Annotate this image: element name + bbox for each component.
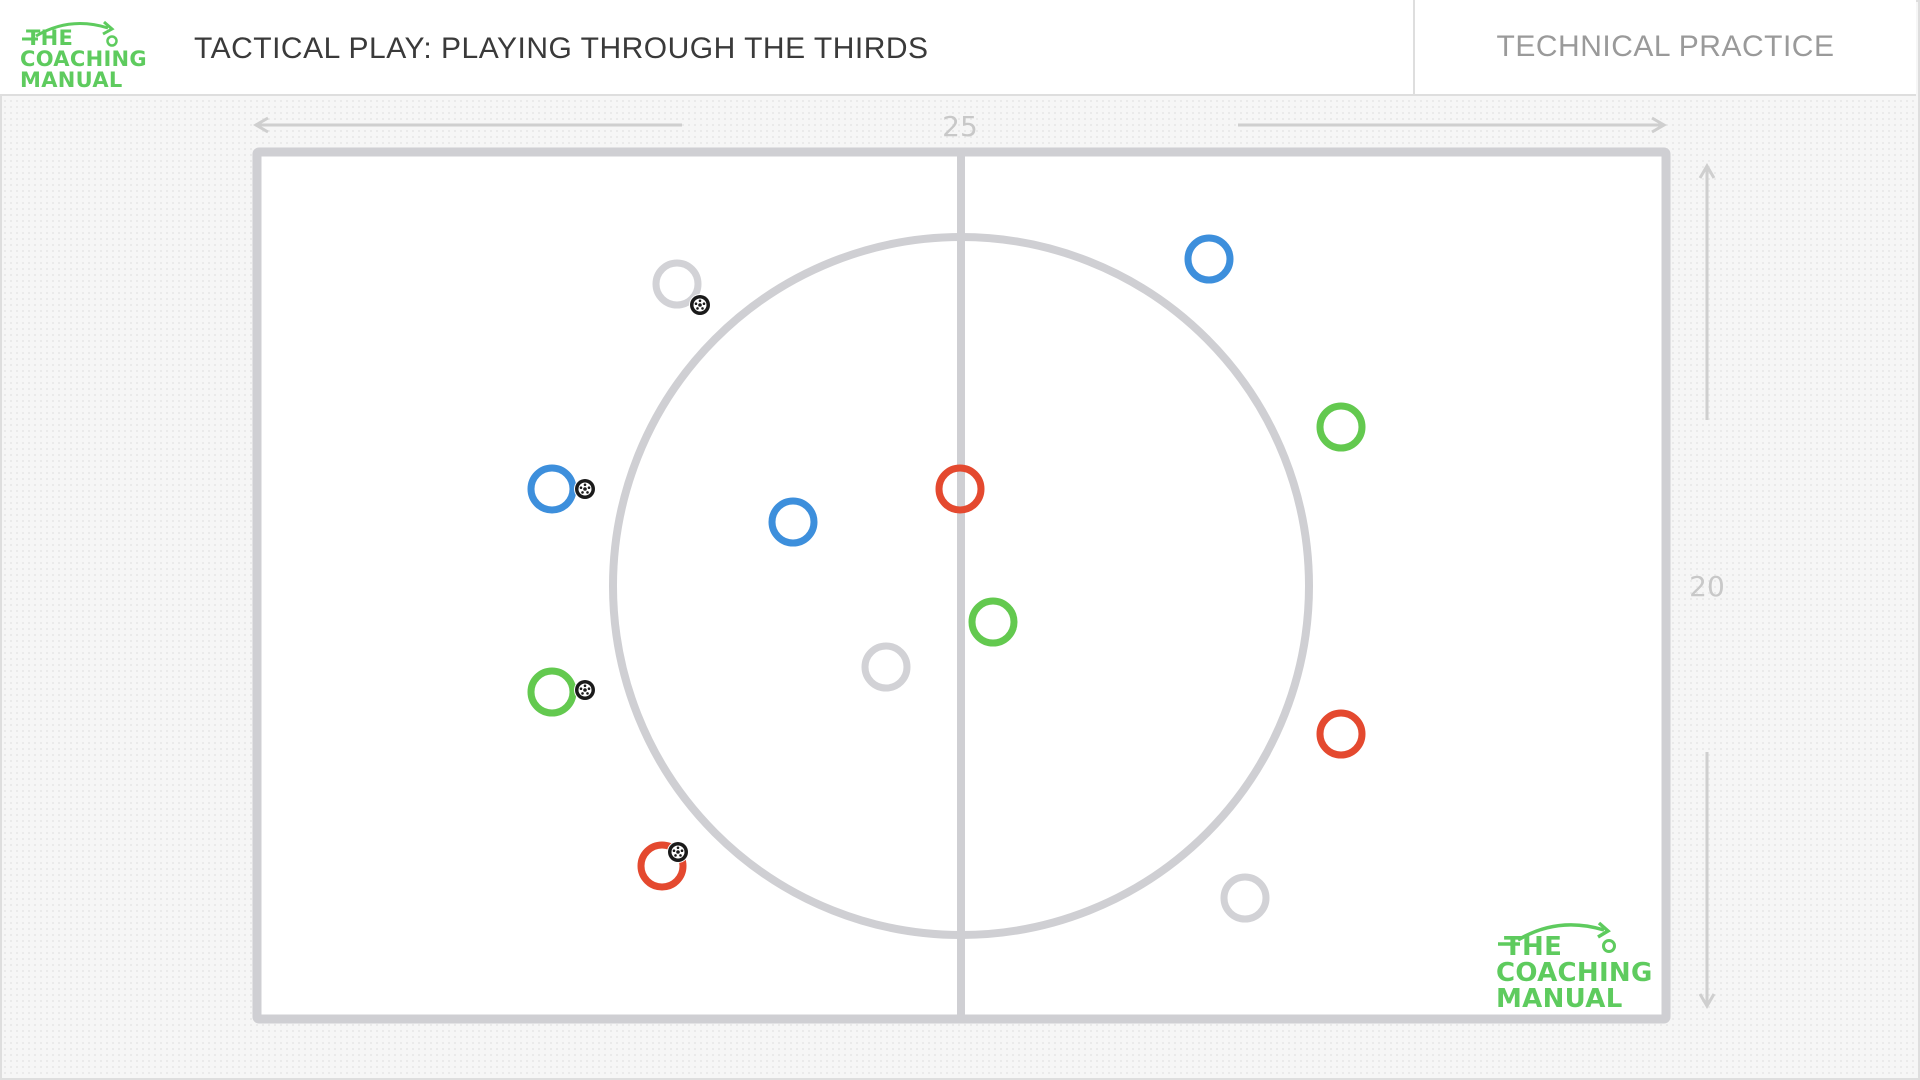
player-blue — [527, 464, 596, 514]
player-grey — [861, 642, 911, 692]
logo-line-2: COACHING — [20, 47, 147, 71]
player-blue — [768, 497, 818, 547]
player-marker-green — [1316, 402, 1366, 452]
football-icon — [574, 679, 596, 701]
logo-line-3: MANUAL — [20, 68, 123, 92]
width-label: 25 — [942, 110, 978, 143]
player-marker-blue — [527, 464, 577, 514]
player-grey — [652, 259, 711, 316]
player-marker-red — [935, 464, 985, 514]
logo-line-1: THE — [26, 26, 74, 50]
players — [527, 234, 1366, 923]
player-marker-grey — [1220, 873, 1270, 923]
arrowhead-down-icon — [1698, 993, 1716, 1009]
arrowhead-left-icon — [253, 116, 269, 134]
player-marker-red — [637, 841, 687, 891]
player-grey — [1220, 873, 1270, 923]
player-red — [935, 464, 985, 514]
practice-category: TECHNICAL PRACTICE — [1496, 30, 1835, 63]
watermark-line-3: MANUAL — [1496, 984, 1623, 1014]
header-divider — [1413, 0, 1415, 94]
logo-swoosh-icon — [22, 20, 118, 47]
football-icon — [689, 294, 711, 316]
page-title: TACTICAL PLAY: PLAYING THROUGH THE THIRD… — [194, 32, 929, 65]
player-marker-blue — [1184, 234, 1234, 284]
football-icon — [574, 478, 596, 500]
player-marker-red — [1316, 709, 1366, 759]
player-marker-grey — [652, 259, 702, 309]
player-marker-green — [968, 597, 1018, 647]
height-dimension: 20 — [1689, 163, 1725, 1009]
player-green — [968, 597, 1018, 647]
arrowhead-up-icon — [1698, 163, 1716, 179]
player-blue — [1184, 234, 1234, 284]
player-marker-green — [527, 667, 577, 717]
height-label: 20 — [1689, 570, 1725, 603]
player-marker-grey — [861, 642, 911, 692]
player-green — [1316, 402, 1366, 452]
player-green — [527, 667, 596, 717]
header-bar — [0, 0, 1916, 96]
watermark-swoosh-icon — [1498, 921, 1616, 953]
width-dimension: 25 — [253, 110, 1667, 143]
centre-circle — [609, 233, 1313, 939]
player-marker-blue — [768, 497, 818, 547]
brand-logo: THE COACHING MANUAL — [20, 14, 160, 92]
watermark-line-2: COACHING — [1496, 958, 1653, 988]
player-red — [1316, 709, 1366, 759]
football-icon — [667, 841, 689, 863]
player-red — [637, 841, 689, 891]
watermark-line-1: THE — [1504, 932, 1563, 962]
arrowhead-right-icon — [1651, 116, 1667, 134]
pitch-watermark-logo: THE COACHING MANUAL — [1496, 912, 1666, 1012]
